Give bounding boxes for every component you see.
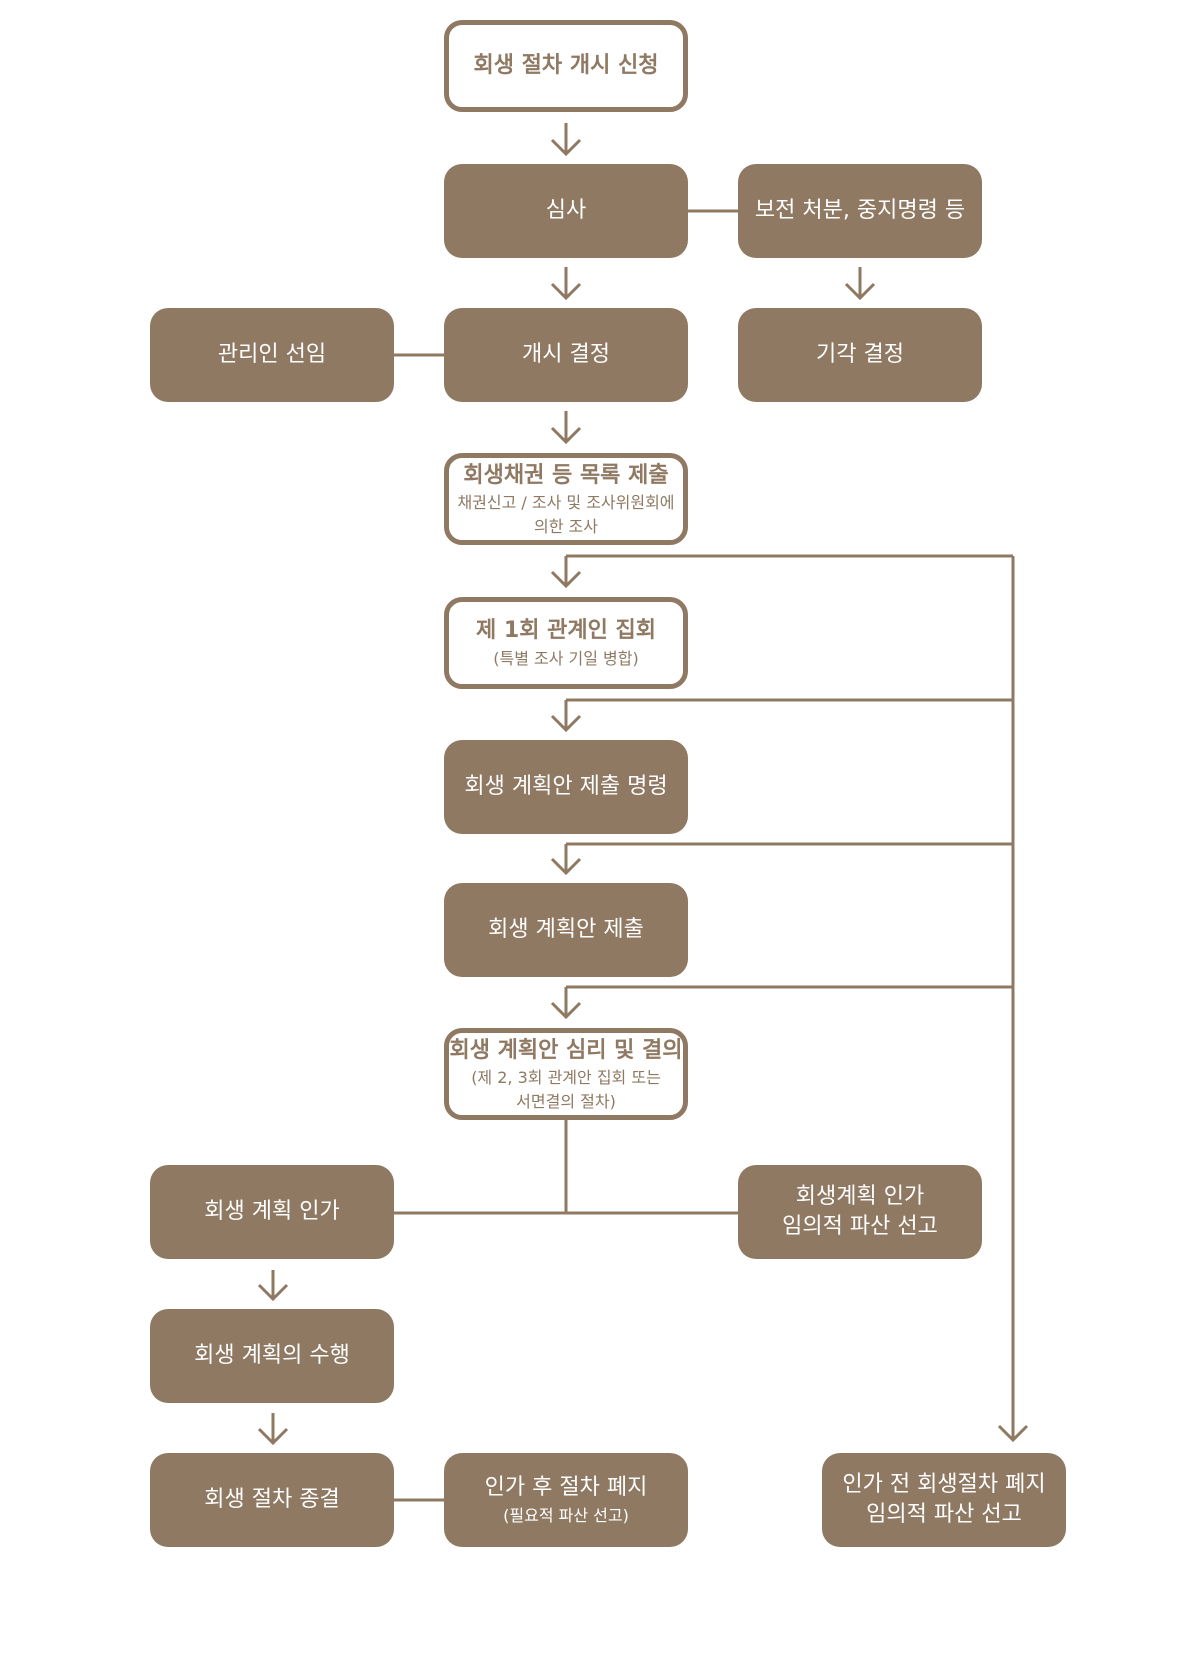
node-pre-abolish: 인가 전 회생절차 폐지 임의적 파산 선고 (822, 1453, 1066, 1547)
node-post-abolish-title: 인가 후 절차 폐지 (484, 1475, 648, 1501)
node-review: 심사 (444, 164, 688, 258)
arrow-approve-execute-head (257, 1283, 289, 1302)
node-approve-label: 회생 계획 인가 (204, 1199, 340, 1225)
arrow-plan-order-plan-submit-head (550, 857, 582, 876)
arrow-preserve-dismiss-head (844, 282, 876, 301)
node-plan-order: 회생 계획안 제출 명령 (444, 740, 688, 834)
node-execute-label: 회생 계획의 수행 (194, 1343, 350, 1369)
node-terminate-label: 회생 절차 종결 (204, 1487, 340, 1513)
node-approve-fail-line-1: 회생계획 인가 (795, 1184, 925, 1210)
node-commence-label: 개시 결정 (522, 342, 610, 368)
node-review-label: 심사 (545, 198, 587, 224)
node-post-abolish-sub: (필요적 파산 선고) (503, 1506, 629, 1526)
node-plan-submit-label: 회생 계획안 제출 (488, 917, 644, 943)
node-plan-vote-title: 회생 계획안 심리 및 결의 (449, 1037, 683, 1063)
node-plan-vote-sub-2: 서면결의 절차) (516, 1091, 616, 1111)
arrow-review-commence-head (550, 282, 582, 301)
node-apply: 회생 절차 개시 신청 (444, 20, 688, 112)
node-approve-fail-line-2: 임의적 파산 선고 (782, 1214, 938, 1239)
arrow-claims-meeting1-head (550, 570, 582, 589)
node-meeting1: 제 1회 관계인 집회 (특별 조사 기일 병합) (444, 597, 688, 689)
arrow-commence-claims-head (550, 426, 582, 445)
node-plan-vote: 회생 계획안 심리 및 결의 (제 2, 3회 관계안 집회 또는 서면결의 절… (444, 1028, 688, 1120)
arrow-plan-submit-plan-vote-head (550, 1001, 582, 1020)
node-claims-sub-2: 의한 조사 (534, 516, 598, 536)
node-preserve-label: 보전 처분, 중지명령 등 (754, 198, 966, 224)
node-commence: 개시 결정 (444, 308, 688, 402)
node-claims-sub-1: 채권신고 / 조사 및 조사위원회에 (457, 493, 675, 513)
node-approve-fail: 회생계획 인가 임의적 파산 선고 (738, 1165, 982, 1259)
node-plan-submit: 회생 계획안 제출 (444, 883, 688, 977)
arrow-apply-review-head (550, 138, 582, 157)
node-meeting1-title: 제 1회 관계인 집회 (476, 618, 656, 644)
node-pre-abolish-line-1: 인가 전 회생절차 폐지 (842, 1472, 1046, 1498)
node-trustee-label: 관리인 선임 (217, 342, 327, 368)
node-trustee: 관리인 선임 (150, 308, 394, 402)
node-preserve: 보전 처분, 중지명령 등 (738, 164, 982, 258)
node-meeting1-sub: (특별 조사 기일 병합) (493, 649, 639, 669)
node-pre-abolish-line-2: 임의적 파산 선고 (866, 1502, 1022, 1527)
node-dismiss-label: 기각 결정 (816, 342, 904, 368)
node-dismiss: 기각 결정 (738, 308, 982, 402)
node-claims-title: 회생채권 등 목록 제출 (463, 462, 669, 488)
node-execute: 회생 계획의 수행 (150, 1309, 394, 1403)
node-plan-vote-sub-1: (제 2, 3회 관계안 집회 또는 (471, 1068, 661, 1088)
node-apply-label: 회생 절차 개시 신청 (473, 53, 659, 79)
arrow-meeting1-plan-order-head (550, 714, 582, 733)
arrow-execute-terminate-head (257, 1427, 289, 1446)
node-post-abolish: 인가 후 절차 폐지 (필요적 파산 선고) (444, 1453, 688, 1547)
arrow-right-pre-abolish-head (997, 1424, 1029, 1443)
node-claims: 회생채권 등 목록 제출 채권신고 / 조사 및 조사위원회에 의한 조사 (444, 453, 688, 545)
node-approve: 회생 계획 인가 (150, 1165, 394, 1259)
node-plan-order-label: 회생 계획안 제출 명령 (464, 774, 668, 800)
node-terminate: 회생 절차 종결 (150, 1453, 394, 1547)
